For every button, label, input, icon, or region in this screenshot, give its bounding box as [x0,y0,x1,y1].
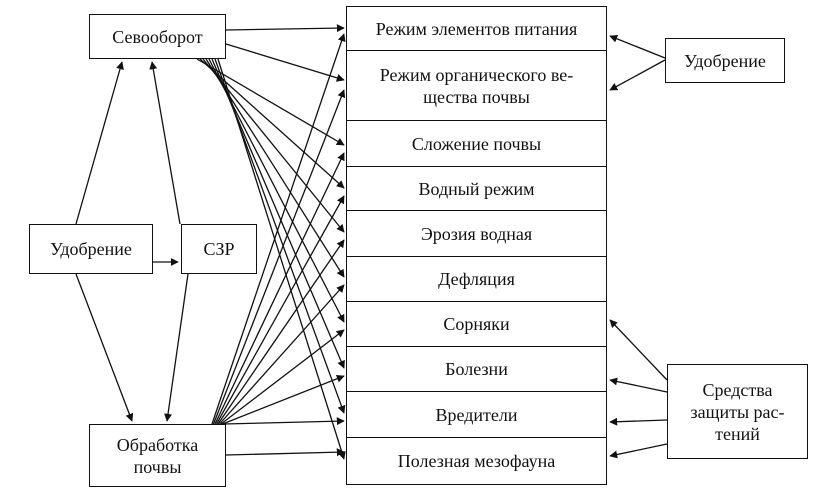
outcome-organic-matter: Режим органического ве-щества почвы [347,51,606,121]
outcome-pests: Вредители [347,392,606,438]
arrow-fertilizer-to-rotation [75,61,124,225]
arrow-tillage-to-outcome-7 [222,374,345,425]
arrow-tillage-to-outcome-5 [219,284,345,425]
outcome-water-regime: Водный режим [347,167,606,211]
plant-protection-box: Средства защиты рас-тений [667,364,808,459]
arrow-protection-to-weeds [609,319,668,381]
fertilizer-left-label: Удобрение [50,239,132,259]
arrow-protection-to-diseases [609,377,668,393]
outcome-label: Эрозия водная [420,223,533,244]
outcome-label: Полезная мезофауна [397,451,556,471]
outcome-label: Дефляция [438,269,515,289]
outcome-label: Режим элементов питания [375,18,578,39]
outcome-soil-structure: Сложение почвы [347,121,606,167]
arrow-tillage-to-outcome-6 [220,329,345,425]
tillage-box: Обработка почвы [89,424,226,487]
arrow-szr-to-tillage [164,273,189,422]
arrow-rotation-to-outcome-9 [217,58,346,460]
arrow-right-fertilizer-to-organic [609,59,666,91]
fertilizer-right-box: Удобрение [665,38,785,83]
fertilizer-left-box: Удобрение [29,224,153,274]
arrow-rotation-to-nutrients [225,24,345,33]
outcome-water-erosion: Эрозия водная [347,211,606,257]
arrow-protection-to-pests [609,417,668,426]
plant-protection-label: Средства защиты рас-тений [690,379,785,444]
arrow-protection-to-mesofauna [609,443,668,459]
outcome-nutrient-regime: Режим элементов питания [347,7,606,51]
arrow-tillage-to-outcome-8 [223,417,345,426]
arrow-tillage-to-outcome-1 [212,89,346,425]
outcome-label: Болезни [445,359,508,379]
arrow-tillage-to-outcome-2 [214,152,345,425]
outcome-weeds: Сорняки [347,302,606,347]
arrow-rotation-to-organic [225,43,345,82]
arrow-tillage-to-mesofauna [225,448,345,457]
outcome-mesofauna: Полезная мезофауна [347,438,606,484]
tillage-label: Обработка почвы [116,434,199,477]
arrow-right-fertilizer-to-nutrients [609,34,666,59]
fertilizer-right-label: Удобрение [684,50,766,71]
arrow-fertilizer-to-tillage [75,273,134,422]
outcome-deflation: Дефляция [347,257,606,302]
arrow-tillage-to-outcome-0 [211,33,346,425]
outcome-label: Водный режим [418,178,535,199]
szr-box: СЗР [181,224,257,274]
outcome-label: Сорняки [443,314,510,334]
outcome-label: Вредители [435,404,518,425]
outcome-label: Сложение почвы [411,133,542,154]
outcome-list: Режим элементов питания Режим органическ… [346,6,607,485]
arrow-rotation-to-outcome-3 [199,58,345,189]
arrow-tillage-to-outcome-3 [215,195,345,425]
outcome-label: Режим органического ве-щества почвы [379,64,574,107]
crop-rotation-box: Севооборот [89,14,226,59]
outcome-diseases: Болезни [347,347,606,392]
arrow-tillage-to-outcome-4 [217,239,345,425]
crop-rotation-label: Севооборот [112,26,203,47]
szr-label: СЗР [203,239,235,259]
arrow-szr-to-rotation [149,61,181,225]
arrow-rotation-to-outcome-2 [196,58,345,146]
